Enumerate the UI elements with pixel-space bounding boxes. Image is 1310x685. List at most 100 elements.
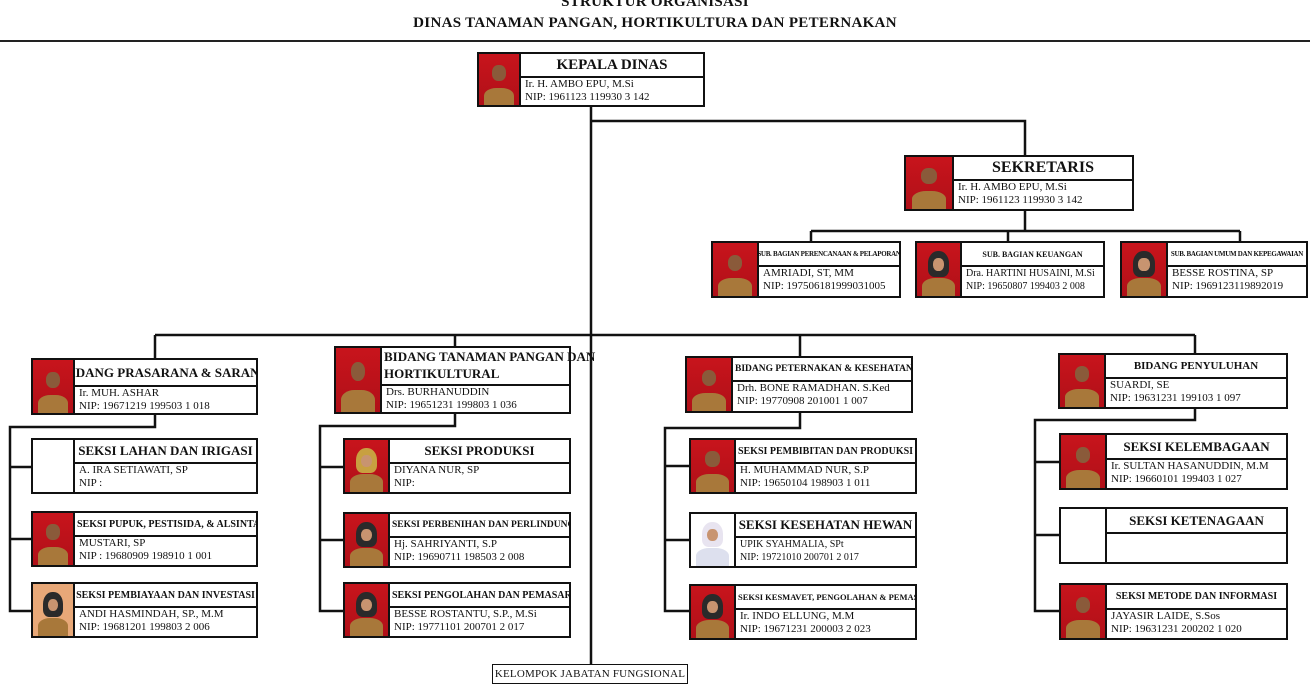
seksi-lahan-photo <box>33 440 75 492</box>
sub-bagian-umum-title: SUB. BAGIAN UMUM DAN KEPEGAWAIAN <box>1168 243 1306 267</box>
bidang-peternakan-name: Drh. BONE RAMADHAN. S.Ked <box>737 382 890 394</box>
seksi-pupuk-photo <box>33 513 75 565</box>
seksi-kelembagaan-box: SEKSI KELEMBAGAAN Ir. SULTAN HASANUDDIN,… <box>1059 433 1288 490</box>
chart-title-line2: DINAS TANAMAN PANGAN, HORTIKULTURA DAN P… <box>413 15 897 31</box>
chart-title-line1: STRUKTUR ORGANISASI <box>561 0 749 10</box>
seksi-lahan-name: A. IRA SETIAWATI, SP <box>79 464 188 476</box>
sub-bagian-perencanaan-nip: NIP: 197506181999031005 <box>763 280 886 292</box>
seksi-produksi-name: DIYANA NUR, SP <box>394 464 480 476</box>
bidang-prasarana-name: Ir. MUH. ASHAR <box>79 387 160 399</box>
sub-bagian-keuangan-box: SUB. BAGIAN KEUANGAN Dra. HARTINI HUSAIN… <box>915 241 1105 298</box>
seksi-pupuk-title: SEKSI PUPUK, PESTISIDA, & ALSINTAN <box>75 513 256 537</box>
seksi-kesehatan-hewan-box: SEKSI KESEHATAN HEWAN UPIK SYAHMALIA, SP… <box>689 512 917 568</box>
sub-bagian-keuangan-nip: NIP: 19650807 199403 2 008 <box>966 281 1085 292</box>
seksi-pembiayaan-name: ANDI HASMINDAH, SP., M.M <box>79 608 224 620</box>
bidang-tanaman-pangan-title-line2: HORTIKULTURAL <box>384 366 500 381</box>
seksi-produksi-photo <box>345 440 390 492</box>
bidang-tanaman-pangan-name: Drs. BURHANUDDIN <box>386 386 490 398</box>
seksi-metode-title: SEKSI METODE DAN INFORMASI <box>1107 585 1286 610</box>
sub-bagian-umum-name: BESSE ROSTINA, SP <box>1172 267 1274 279</box>
seksi-ketenagaan-photo <box>1061 509 1107 562</box>
seksi-kelembagaan-nip: NIP: 19660101 199403 1 027 <box>1111 473 1242 485</box>
seksi-pengolahan-title: SEKSI PENGOLAHAN DAN PEMASARAN <box>390 584 569 608</box>
seksi-pembibitan-name: H. MUHAMMAD NUR, S.P <box>740 464 869 476</box>
seksi-metode-nip: NIP: 19631231 200202 1 020 <box>1111 623 1242 635</box>
kepala-dinas-title: KEPALA DINAS <box>521 54 703 78</box>
seksi-kesmavet-nip: NIP: 19671231 200003 2 023 <box>740 623 871 635</box>
seksi-kesmavet-photo <box>691 586 736 638</box>
bidang-tanaman-pangan-photo <box>336 348 382 412</box>
seksi-kesehatan-hewan-name: UPIK SYAHMALIA, SPt <box>740 539 844 550</box>
sub-bagian-perencanaan-title: SUB. BAGIAN PERENCANAAN & PELAPORAN <box>759 243 899 267</box>
sub-bagian-keuangan-photo <box>917 243 962 296</box>
seksi-pembibitan-box: SEKSI PEMBIBITAN DAN PRODUKSI H. MUHAMMA… <box>689 438 917 494</box>
bidang-peternakan-photo <box>687 358 733 411</box>
seksi-ketenagaan-title: SEKSI KETENAGAAN <box>1107 509 1286 534</box>
seksi-perbenihan-photo <box>345 514 390 566</box>
seksi-kelembagaan-name: Ir. SULTAN HASANUDDIN, M.M <box>1111 460 1269 472</box>
seksi-kesmavet-box: SEKSI KESMAVET, PENGOLAHAN & PEMASARAN I… <box>689 584 917 640</box>
seksi-kesmavet-name: Ir. INDO ELLUNG, M.M <box>740 610 855 622</box>
sekretaris-name: Ir. H. AMBO EPU, M.Si <box>958 181 1067 193</box>
kepala-dinas-photo <box>479 54 521 105</box>
sub-bagian-keuangan-title: SUB. BAGIAN KEUANGAN <box>962 243 1103 267</box>
seksi-produksi-title: SEKSI PRODUKSI <box>390 440 569 464</box>
seksi-kelembagaan-photo <box>1061 435 1107 488</box>
sekretaris-nip: NIP: 1961123 119930 3 142 <box>958 194 1083 206</box>
bidang-peternakan-title: BIDANG PETERNAKAN & KESEHATAN HEWAN <box>733 358 911 382</box>
bidang-penyuluhan-nip: NIP: 19631231 199103 1 097 <box>1110 392 1241 404</box>
seksi-perbenihan-nip: NIP: 19690711 198503 2 008 <box>394 551 525 563</box>
kelompok-jabatan-fungsional: KELOMPOK JABATAN FUNGSIONAL <box>492 664 688 684</box>
sekretaris-title: SEKRETARIS <box>954 157 1132 181</box>
sub-bagian-umum-box: SUB. BAGIAN UMUM DAN KEPEGAWAIAN BESSE R… <box>1120 241 1308 298</box>
seksi-pupuk-nip: NIP : 19680909 198910 1 001 <box>79 550 213 562</box>
seksi-pembibitan-nip: NIP: 19650104 198903 1 011 <box>740 477 871 489</box>
seksi-pembibitan-title: SEKSI PEMBIBITAN DAN PRODUKSI <box>736 440 915 464</box>
bidang-tanaman-pangan-box: BIDANG TANAMAN PANGAN DAN HORTIKULTURAL … <box>334 346 596 414</box>
header-rule <box>0 40 1310 42</box>
seksi-kesehatan-hewan-title: SEKSI KESEHATAN HEWAN <box>736 514 915 538</box>
seksi-kelembagaan-title: SEKSI KELEMBAGAAN <box>1107 435 1286 460</box>
kepala-dinas-name: Ir. H. AMBO EPU, M.Si <box>525 78 634 90</box>
sub-bagian-umum-photo <box>1122 243 1168 296</box>
sub-bagian-umum-nip: NIP: 1969123119892019 <box>1172 280 1284 292</box>
seksi-pembiayaan-title: SEKSI PEMBIAYAAN DAN INVESTASI <box>75 584 256 608</box>
bidang-prasarana-box: BIDANG PRASARANA & SARANA Ir. MUH. ASHAR… <box>31 358 258 415</box>
bidang-penyuluhan-photo <box>1060 355 1106 407</box>
seksi-produksi-box: SEKSI PRODUKSI DIYANA NUR, SP NIP: <box>343 438 571 494</box>
bidang-tanaman-pangan-title: BIDANG TANAMAN PANGAN DAN HORTIKULTURAL <box>382 348 596 386</box>
seksi-kesmavet-title: SEKSI KESMAVET, PENGOLAHAN & PEMASARAN <box>736 586 915 610</box>
kepala-dinas-nip: NIP: 1961123 119930 3 142 <box>525 91 650 103</box>
seksi-kesehatan-hewan-photo <box>691 514 736 566</box>
sekretaris-photo <box>906 157 954 209</box>
kepala-dinas-box: KEPALA DINAS Ir. H. AMBO EPU, M.Si NIP: … <box>477 52 705 107</box>
seksi-lahan-box: SEKSI LAHAN DAN IRIGASI A. IRA SETIAWATI… <box>31 438 258 494</box>
seksi-pengolahan-name: BESSE ROSTANTU, S.P., M.Si <box>394 608 537 620</box>
bidang-tanaman-pangan-nip: NIP: 19651231 199803 1 036 <box>386 399 517 411</box>
seksi-metode-box: SEKSI METODE DAN INFORMASI JAYASIR LAIDE… <box>1059 583 1288 640</box>
seksi-pembibitan-photo <box>691 440 736 492</box>
seksi-pembiayaan-photo <box>33 584 75 636</box>
bidang-peternakan-box: BIDANG PETERNAKAN & KESEHATAN HEWAN Drh.… <box>685 356 913 413</box>
seksi-pembiayaan-nip: NIP: 19681201 199803 2 006 <box>79 621 210 633</box>
seksi-metode-name: JAYASIR LAIDE, S.Sos <box>1111 610 1221 622</box>
seksi-pengolahan-nip: NIP: 19771101 200701 2 017 <box>394 621 525 633</box>
bidang-penyuluhan-title: BIDANG PENYULUHAN <box>1106 355 1286 379</box>
seksi-lahan-nip: NIP : <box>79 477 103 489</box>
bidang-peternakan-nip: NIP: 19770908 201001 1 007 <box>737 395 868 407</box>
sub-bagian-perencanaan-photo <box>713 243 759 296</box>
bidang-prasarana-nip: NIP: 19671219 199503 1 018 <box>79 400 210 412</box>
bidang-tanaman-pangan-title-line1: BIDANG TANAMAN PANGAN DAN <box>384 349 596 364</box>
seksi-produksi-nip: NIP: <box>394 477 415 489</box>
bidang-prasarana-title: BIDANG PRASARANA & SARANA <box>75 360 256 387</box>
bidang-penyuluhan-box: BIDANG PENYULUHAN SUARDI, SE NIP: 196312… <box>1058 353 1288 409</box>
seksi-kesehatan-hewan-nip: NIP: 19721010 200701 2 017 <box>740 552 859 563</box>
sekretaris-box: SEKRETARIS Ir. H. AMBO EPU, M.Si NIP: 19… <box>904 155 1134 211</box>
seksi-pupuk-box: SEKSI PUPUK, PESTISIDA, & ALSINTAN MUSTA… <box>31 511 258 567</box>
seksi-perbenihan-title: SEKSI PERBENIHAN DAN PERLINDUNGAN <box>390 514 569 538</box>
seksi-pupuk-name: MUSTARI, SP <box>79 537 146 549</box>
seksi-perbenihan-box: SEKSI PERBENIHAN DAN PERLINDUNGAN Hj. SA… <box>343 512 571 568</box>
sub-bagian-keuangan-name: Dra. HARTINI HUSAINI, M.Si <box>966 268 1095 279</box>
sub-bagian-perencanaan-box: SUB. BAGIAN PERENCANAAN & PELAPORAN AMRI… <box>711 241 901 298</box>
